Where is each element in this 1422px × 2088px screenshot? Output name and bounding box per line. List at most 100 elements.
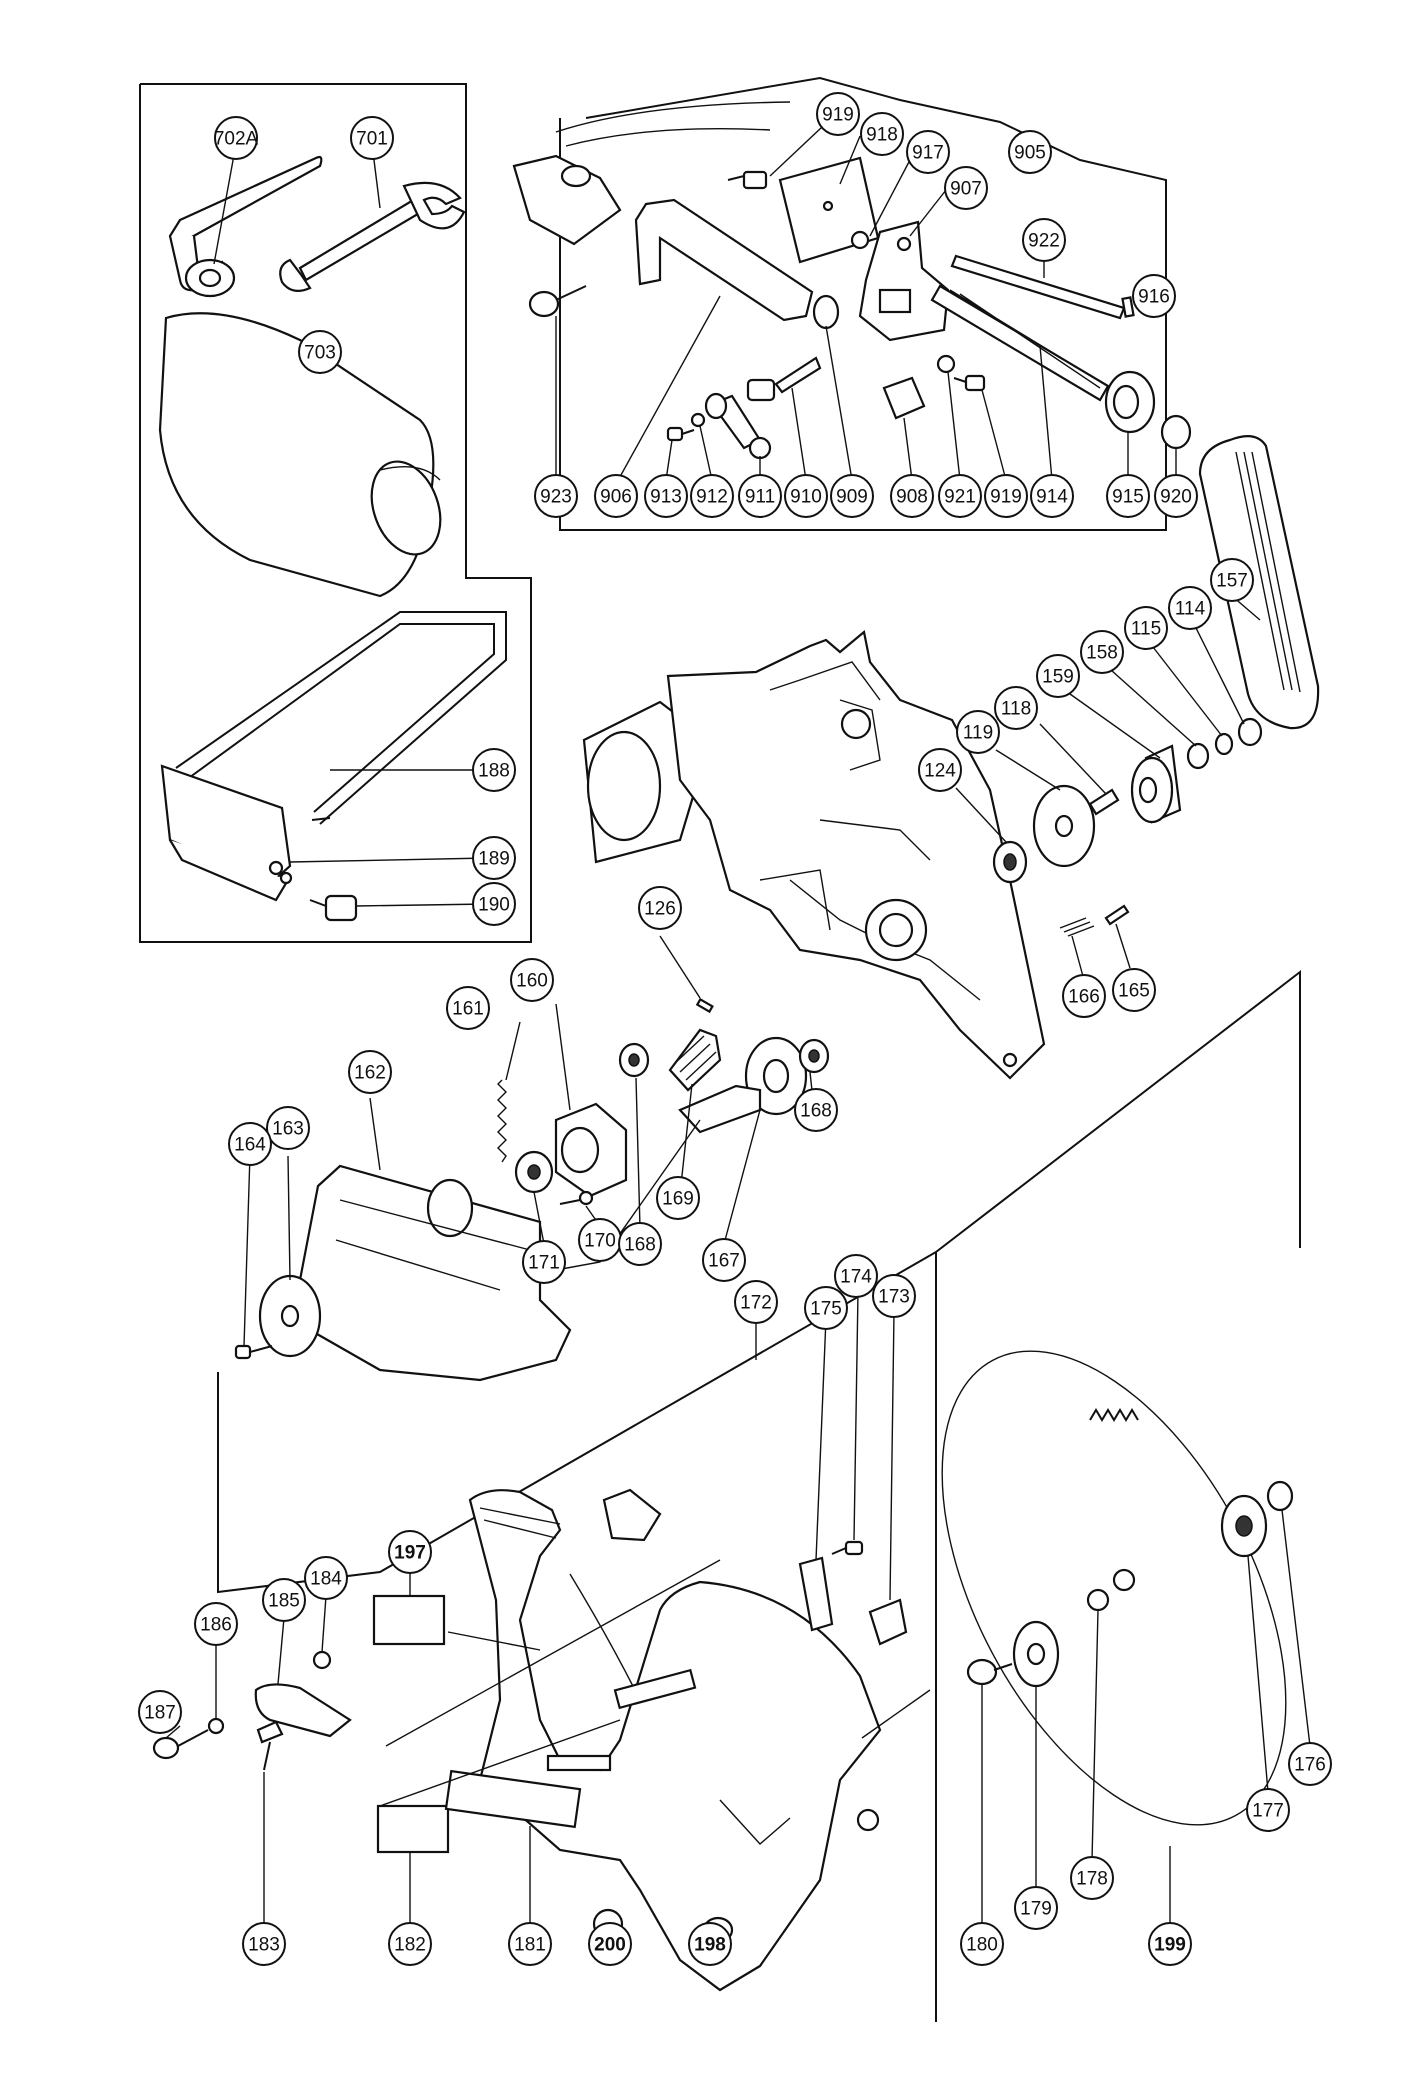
callout-p703: 703 <box>298 330 342 374</box>
bracket-907 <box>858 220 950 342</box>
callout-label: 198 <box>694 1935 726 1956</box>
callout-label: 114 <box>1175 599 1206 620</box>
gear-cover-160 <box>554 1102 628 1198</box>
callout-circle <box>906 130 950 174</box>
callout-p159: 159 <box>1036 654 1080 698</box>
bearing-124 <box>992 840 1028 884</box>
callout-label: 918 <box>866 125 898 146</box>
callout-p188: 188 <box>472 748 516 792</box>
callout-label: 907 <box>950 179 982 200</box>
callout-p908: 908 <box>890 474 934 518</box>
callout-label: 175 <box>810 1299 842 1320</box>
callout-p119: 119 <box>956 710 1000 754</box>
callout-circle <box>1154 474 1198 518</box>
callout-label: 920 <box>1160 487 1192 508</box>
callout-label: 179 <box>1020 1899 1052 1920</box>
flange-179 <box>1012 1620 1060 1688</box>
callout-p176: 176 <box>1288 1742 1332 1786</box>
saw-blade-199 <box>941 1350 1287 1826</box>
callout-circle <box>508 1922 552 1966</box>
callout-label: 923 <box>540 487 572 508</box>
callout-label: 177 <box>1252 1801 1284 1822</box>
gear-housing <box>582 629 1046 1080</box>
bevel-assembly-frame <box>559 76 1167 531</box>
callout-label: 161 <box>452 999 484 1020</box>
callout-label: 118 <box>1001 699 1031 720</box>
screw-913 <box>666 426 695 442</box>
knob-915 <box>1104 370 1156 434</box>
bolt-180 <box>966 1658 1013 1686</box>
callout-p184: 184 <box>304 1556 348 1600</box>
callout-p183: 183 <box>242 1922 286 1966</box>
callout-p168b: 168 <box>618 1222 662 1266</box>
pin-165 <box>1104 904 1130 926</box>
callout-p917: 917 <box>906 130 950 174</box>
callout-p912: 912 <box>690 474 734 518</box>
callout-circle <box>242 1922 286 1966</box>
gear-pinion-169 <box>668 1028 722 1092</box>
callout-circle <box>522 1240 566 1284</box>
key-126 <box>695 997 714 1014</box>
callout-label: 917 <box>912 143 944 164</box>
callout-circle <box>918 748 962 792</box>
callout-label: 169 <box>662 1189 694 1210</box>
washer-176 <box>1266 1480 1294 1512</box>
callout-p161: 161 <box>446 986 490 1030</box>
screw-919-top <box>727 170 768 190</box>
bearing-168-left <box>618 1042 650 1078</box>
callout-p199: 199 <box>1148 1922 1192 1966</box>
wing-screw-183 <box>256 1720 284 1771</box>
nut-block-908 <box>882 376 926 420</box>
callout-p198: 198 <box>688 1922 732 1966</box>
callout-circle <box>350 116 394 160</box>
callout-p920: 920 <box>1154 474 1198 518</box>
callout-circle <box>830 474 874 518</box>
callout-circle <box>1022 218 1066 262</box>
callout-circle <box>644 474 688 518</box>
bearing-168-right <box>798 1038 830 1074</box>
callout-label: 173 <box>878 1287 910 1308</box>
callout-label: 703 <box>304 343 336 364</box>
callout-circle <box>388 1922 432 1966</box>
callout-p167: 167 <box>702 1238 746 1282</box>
callout-circle <box>228 1122 272 1166</box>
callout-p197: 197 <box>388 1530 432 1574</box>
callout-label: 160 <box>516 971 548 992</box>
callout-p913: 913 <box>644 474 688 518</box>
callout-circle <box>618 1222 662 1266</box>
callout-p175: 175 <box>804 1286 848 1330</box>
callout-circle <box>1008 130 1052 174</box>
callout-label: 915 <box>1112 487 1144 508</box>
callout-p174: 174 <box>834 1254 878 1298</box>
flange-163 <box>258 1274 322 1358</box>
callout-label: 180 <box>966 1935 998 1956</box>
callout-p922: 922 <box>1022 218 1066 262</box>
screw-919-lower <box>953 374 986 392</box>
callout-circle <box>960 1922 1004 1966</box>
callout-p923: 923 <box>534 474 578 518</box>
callout-p185: 185 <box>262 1578 306 1622</box>
callout-circle <box>1014 1886 1058 1930</box>
callout-p187: 187 <box>138 1690 182 1734</box>
callout-p905: 905 <box>1008 130 1052 174</box>
callout-label: 159 <box>1042 667 1074 688</box>
pad-172 <box>602 1488 662 1542</box>
callout-p702A: 702A <box>214 116 259 160</box>
knob-923 <box>528 285 587 318</box>
callout-p168a: 168 <box>794 1088 838 1132</box>
label-182 <box>376 1804 450 1854</box>
callout-label: 182 <box>394 1935 426 1956</box>
callout-label: 162 <box>354 1063 386 1084</box>
callout-circle <box>738 474 782 518</box>
callout-circle <box>638 886 682 930</box>
drive-belt <box>1198 435 1320 730</box>
callout-circle <box>1106 474 1150 518</box>
callout-label: 199 <box>1154 1935 1186 1956</box>
callout-p701: 701 <box>350 116 394 160</box>
callout-circle <box>860 112 904 156</box>
gear-167 <box>678 1036 808 1134</box>
callout-p114: 114 <box>1168 586 1212 630</box>
callout-p914: 914 <box>1030 474 1074 518</box>
